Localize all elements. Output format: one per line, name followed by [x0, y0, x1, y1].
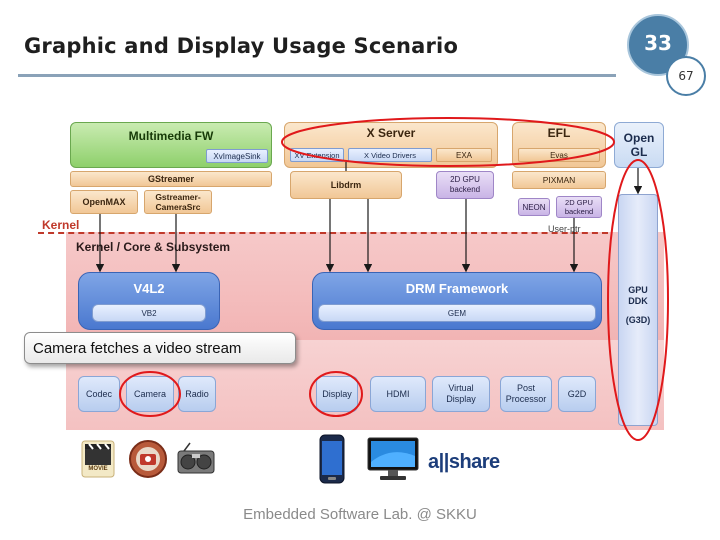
- opengl-label-1: Open: [623, 131, 655, 145]
- xv-image-sink-label: XvImageSink: [213, 151, 261, 161]
- libdrm-box: Libdrm: [290, 171, 402, 199]
- radio-icon: [176, 441, 216, 477]
- driver-virtual-display-label-1: Virtual: [448, 383, 474, 393]
- gpu2d-backend-1-label-1: 2D GPU: [450, 175, 480, 184]
- x-video-drivers-box: X Video Drivers: [348, 148, 432, 162]
- kernel-boundary-line: [38, 232, 608, 234]
- x-video-drivers-label: X Video Drivers: [364, 150, 416, 160]
- user-ptr-label: User-ptr: [548, 224, 581, 234]
- gpu2d-backend-1-box: 2D GPU backend: [436, 171, 494, 199]
- driver-camera: Camera: [126, 376, 174, 412]
- monitor-icon: [366, 436, 420, 482]
- gpu-ddk-label-3: (G3D): [625, 315, 651, 325]
- kernel-core-label: Kernel / Core & Subsystem: [76, 240, 231, 254]
- opengl-box: Open GL: [614, 122, 664, 168]
- slide-footer: Embedded Software Lab. @ SKKU: [243, 506, 477, 523]
- opengl-label-2: GL: [630, 145, 648, 159]
- kernel-label: Kernel: [42, 218, 80, 232]
- openmax-box: OpenMAX: [70, 190, 138, 214]
- camera-callout: Camera fetches a video stream: [24, 332, 296, 364]
- gem-box: GEM: [318, 304, 596, 322]
- multimedia-fw-label: Multimedia FW: [128, 129, 214, 143]
- driver-virtual-display: Virtual Display: [432, 376, 490, 412]
- xv-image-sink-box: XvImageSink: [206, 149, 268, 163]
- driver-hdmi: HDMI: [370, 376, 426, 412]
- openmax-label: OpenMAX: [82, 197, 126, 207]
- driver-virtual-display-label-2: Display: [446, 394, 476, 404]
- camera-callout-text: Camera fetches a video stream: [33, 339, 242, 357]
- driver-hdmi-label: HDMI: [386, 389, 410, 399]
- gpu2d-backend-2-label-2: backend: [564, 207, 594, 216]
- driver-post-processor-label-1: Post: [516, 383, 535, 393]
- camera-app-icon: [128, 439, 168, 479]
- gem-label: GEM: [447, 308, 467, 318]
- movie-icon: MOVIE: [80, 439, 116, 479]
- title-rule: [18, 74, 616, 77]
- exa-label: EXA: [455, 150, 472, 160]
- gpu2d-backend-2-label-1: 2D GPU: [565, 198, 593, 207]
- smartphone-icon: [318, 434, 346, 484]
- pixman-box: PIXMAN: [512, 171, 606, 189]
- evas-label: Evas: [550, 150, 568, 160]
- gstreamer-box: GStreamer: [70, 171, 272, 187]
- gpu-ddk-label-1: GPU: [628, 285, 648, 295]
- driver-g2d-label: G2D: [567, 389, 587, 399]
- libdrm-label: Libdrm: [330, 180, 362, 190]
- drm-framework-label: DRM Framework: [405, 281, 509, 296]
- gstreamer-label: GStreamer: [147, 174, 195, 184]
- page-title: Graphic and Display Usage Scenario: [24, 34, 459, 58]
- driver-radio: Radio: [178, 376, 216, 412]
- movie-icon-label: MOVIE: [88, 466, 108, 472]
- driver-codec: Codec: [78, 376, 120, 412]
- gst-camerasrc-label-1: Gstreamer-: [155, 192, 201, 202]
- gst-camerasrc-label-2: CameraSrc: [155, 202, 201, 212]
- vb2-label: VB2: [141, 308, 157, 318]
- driver-post-processor: Post Processor: [500, 376, 552, 412]
- vb2-box: VB2: [92, 304, 206, 322]
- v4l2-label: V4L2: [133, 281, 165, 296]
- efl-label: EFL: [547, 126, 571, 140]
- driver-radio-label: Radio: [185, 389, 209, 399]
- driver-display-label: Display: [322, 389, 352, 399]
- neon-box: NEON: [518, 198, 550, 216]
- evas-box: Evas: [518, 148, 600, 162]
- gpu-ddk-column: GPU DDK (G3D): [618, 194, 658, 426]
- xv-extension-label: XV Extension: [294, 150, 340, 160]
- xv-extension-box: XV Extension: [290, 148, 344, 162]
- driver-post-processor-label-2: Processor: [505, 394, 547, 404]
- gpu2d-backend-2-box: 2D GPU backend: [556, 196, 602, 218]
- allshare-logo: a||share: [428, 451, 500, 473]
- page-total-badge: 67: [666, 56, 706, 96]
- x-server-label: X Server: [366, 126, 416, 140]
- neon-label: NEON: [522, 202, 546, 212]
- driver-codec-label: Codec: [85, 389, 112, 399]
- driver-g2d: G2D: [558, 376, 596, 412]
- exa-box: EXA: [436, 148, 492, 162]
- driver-display: Display: [316, 376, 358, 412]
- gst-camerasrc-box: Gstreamer- CameraSrc: [144, 190, 212, 214]
- gpu-ddk-label-2: DDK: [628, 296, 648, 306]
- gpu2d-backend-1-label-2: backend: [449, 185, 481, 194]
- pixman-label: PIXMAN: [542, 175, 576, 185]
- driver-camera-label: Camera: [133, 389, 166, 399]
